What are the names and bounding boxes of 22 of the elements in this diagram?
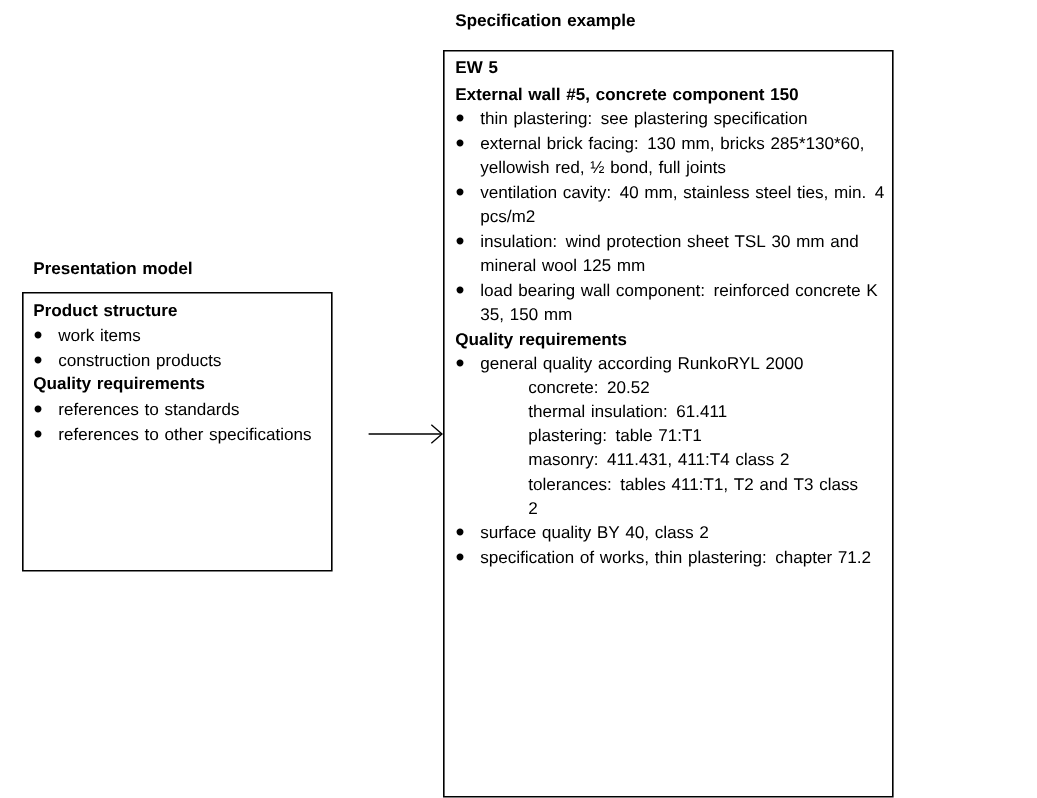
list-text: thermal insulation: 61.411 <box>528 404 727 418</box>
box-heading: EW 5 <box>456 61 498 74</box>
list-text: masonry: 411.431, 411:T4 class 2 <box>529 452 789 469</box>
section-heading: Specification example <box>455 13 635 30</box>
bullet-item: specification of works, thin plastering: chapter 71.2 <box>456 550 871 567</box>
box-heading: External wall #5, concrete component 150 <box>456 87 798 104</box>
list-text: tolerances: tables 411:T1, T2 and T3 class 2 <box>528 477 858 515</box>
box-heading: Product structure <box>34 303 177 317</box>
bullet-item: work items <box>34 328 141 342</box>
bullet-item: references to standards <box>34 402 239 416</box>
box-heading: Quality requirements <box>33 376 205 393</box>
bullet-item: load bearing wall component: reinforced concrete K 35, 150 mm <box>456 283 878 323</box>
bullet-item: construction products <box>34 353 221 370</box>
bullet-item: thin plastering: see plastering specification <box>456 111 807 128</box>
bullet-item: references to other specifications <box>34 427 311 444</box>
box-heading: Quality requirements <box>455 332 627 349</box>
bullet-item: general quality according RunkoRYL 2000 <box>456 356 803 373</box>
arrow <box>367 424 443 444</box>
section-heading: Presentation model <box>34 261 192 275</box>
list-text: concrete: 20.52 <box>529 381 649 394</box>
bullet-item: surface quality BY 40, class 2 <box>456 525 708 542</box>
list-text: plastering: table 71:T1 <box>529 428 702 445</box>
